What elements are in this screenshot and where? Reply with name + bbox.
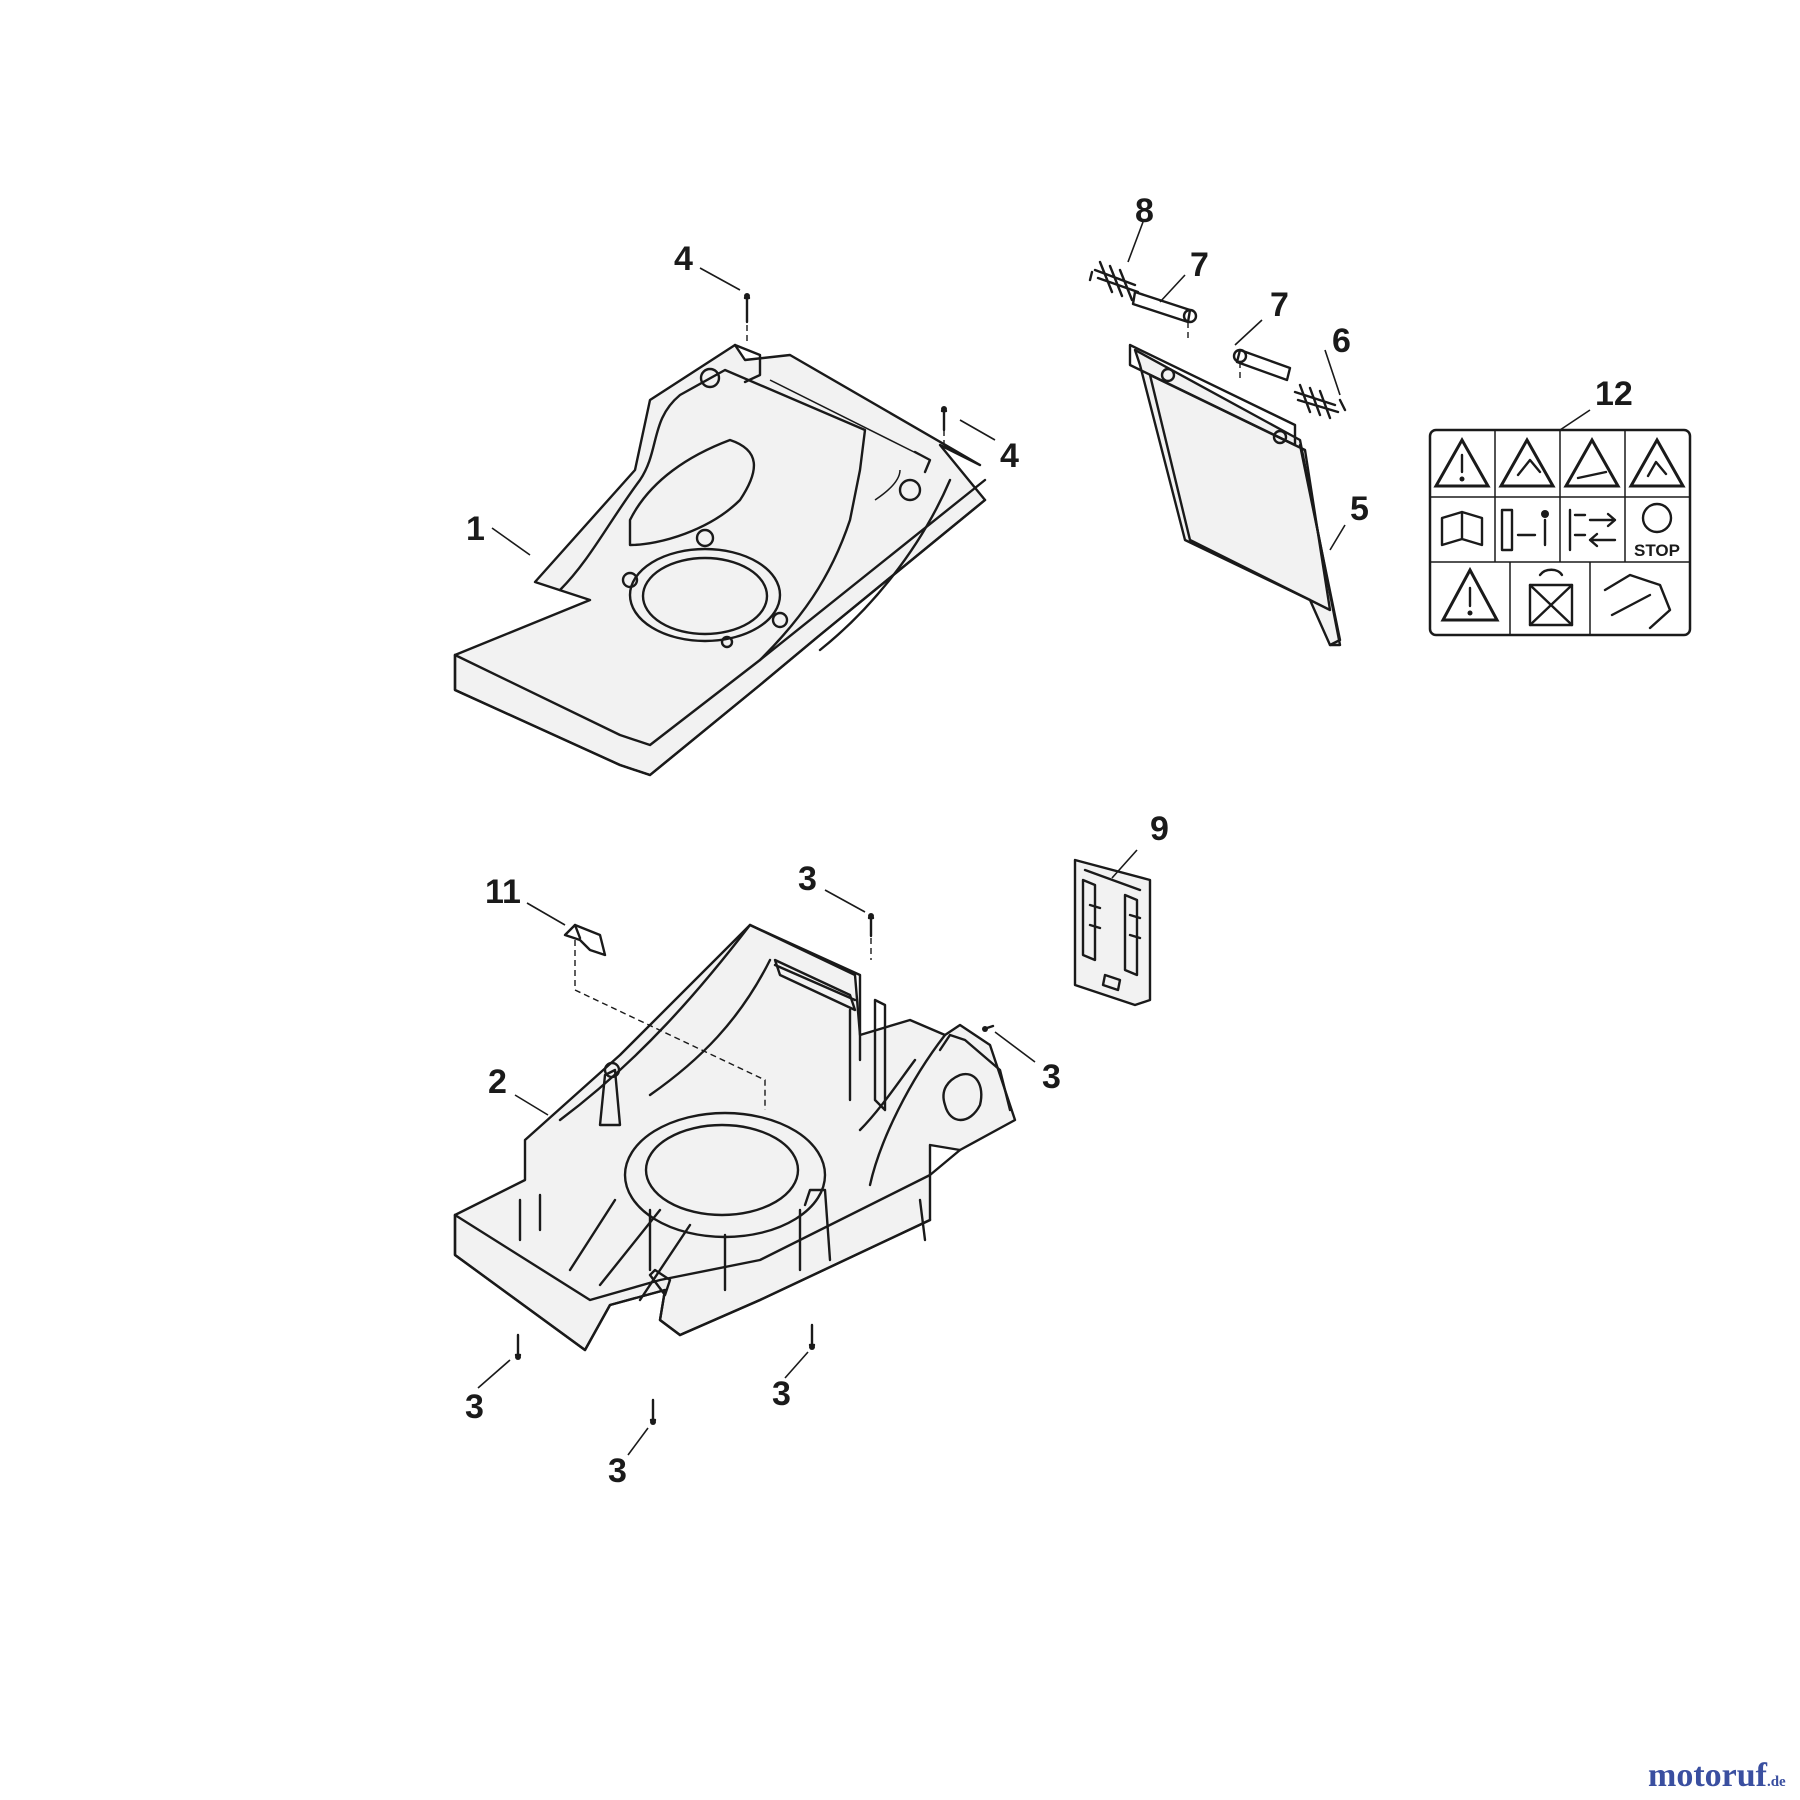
- part-7-pin-right: [1232, 348, 1292, 382]
- watermark-logo: motoruf.de: [1648, 1757, 1786, 1794]
- keep-distance-icon: [1500, 508, 1549, 552]
- callout-9: 9: [1150, 810, 1169, 848]
- screw-3b: [982, 1024, 995, 1032]
- leader-lines: [477, 221, 1591, 1456]
- cable-cut-warning-icon: [1603, 573, 1672, 630]
- screw-3c: [514, 1333, 522, 1360]
- screw-3a: [867, 913, 875, 938]
- wait-blade-stop-icon: STOP: [1634, 502, 1680, 560]
- callout-3: 3: [465, 1388, 484, 1426]
- unplug-before-maintenance-icon: [1568, 508, 1617, 552]
- part-1-housing-cover: [453, 343, 987, 777]
- svg-text:motoruf.de: motoruf.de: [1648, 1757, 1786, 1794]
- screw-4a: [743, 293, 751, 324]
- callout-8: 8: [1135, 192, 1154, 230]
- blade-warning-icon: [1563, 436, 1621, 488]
- watermark-brand: motoruf: [1648, 1757, 1768, 1794]
- general-warning-icon: [1440, 566, 1500, 622]
- part-6-spring: [1293, 383, 1347, 420]
- callout-5: 5: [1350, 490, 1369, 528]
- callout-7: 7: [1270, 286, 1289, 324]
- warning-triangle-icon: [1433, 436, 1491, 488]
- no-rain-icon: [1528, 568, 1574, 627]
- part-2-chassis-deck: [453, 923, 1017, 1352]
- callout-3: 3: [772, 1375, 791, 1413]
- part-9-bracket: [1073, 858, 1152, 1007]
- screw-3e: [808, 1323, 816, 1350]
- callout-11: 11: [485, 873, 521, 911]
- part-5-rear-flap: [1128, 343, 1342, 647]
- part-8-spring: [1088, 260, 1140, 302]
- callout-3: 3: [608, 1452, 627, 1490]
- callout-3: 3: [1042, 1058, 1061, 1096]
- callout-3: 3: [798, 860, 817, 898]
- part-12-safety-label: STOP: [1428, 428, 1692, 637]
- callout-7: 7: [1190, 246, 1209, 284]
- callout-1: 1: [466, 510, 485, 548]
- callout-12: 12: [1595, 375, 1633, 413]
- callout-4: 4: [1000, 437, 1019, 475]
- callout-2: 2: [488, 1063, 507, 1101]
- thrown-objects-warning-icon: [1498, 436, 1556, 488]
- watermark-tld: .de: [1767, 1774, 1786, 1790]
- part-11-clip: [563, 923, 607, 957]
- callout-labels: 1 2 4 4 5 6 7 7 8 9 11 12 3 3 3 3 3: [465, 192, 1633, 1490]
- callout-6: 6: [1332, 322, 1351, 360]
- screw-3d: [649, 1398, 657, 1425]
- screw-4b: [940, 406, 948, 432]
- hand-foot-injury-warning-icon: [1628, 436, 1686, 488]
- callout-4: 4: [674, 240, 693, 278]
- stop-text: STOP: [1634, 541, 1680, 560]
- read-manual-icon: [1440, 510, 1484, 547]
